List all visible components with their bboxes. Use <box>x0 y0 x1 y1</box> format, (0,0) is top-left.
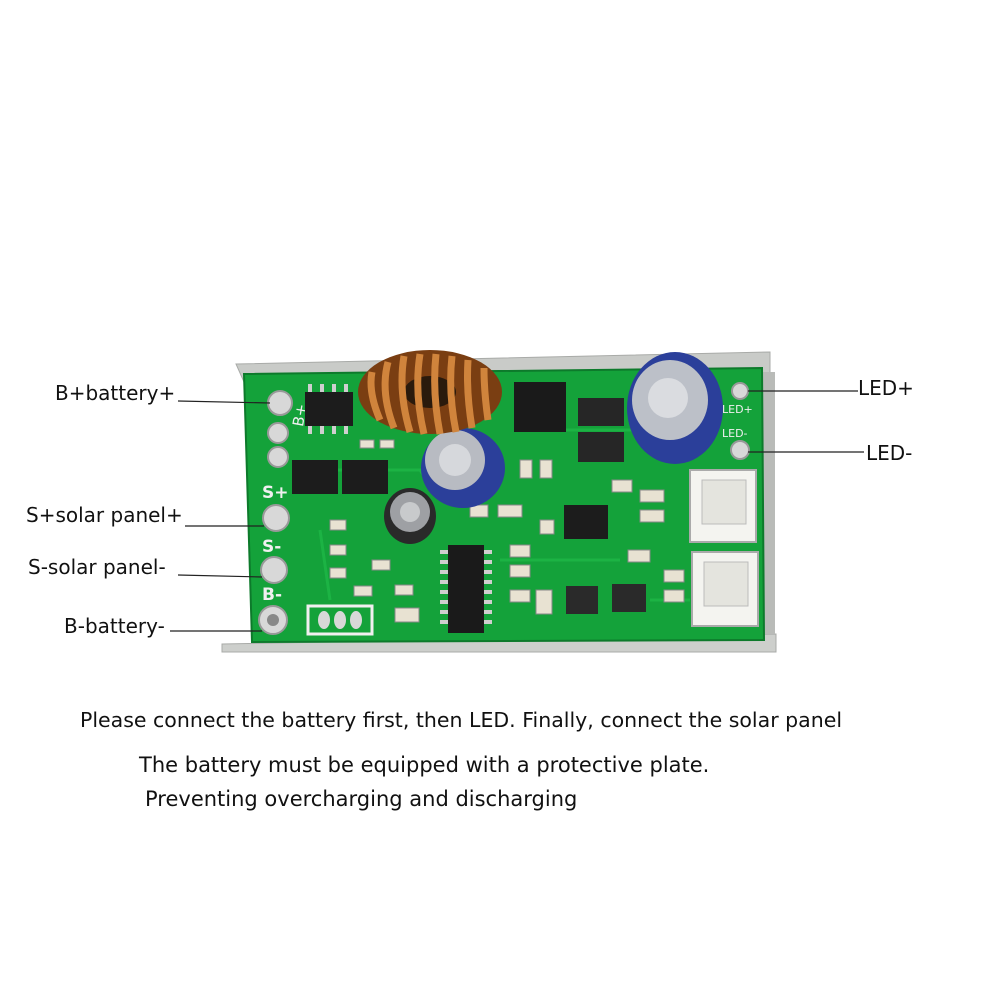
instruction-protective-plate: The battery must be equipped with a prot… <box>139 753 710 777</box>
silk-s-minus: S- <box>262 537 281 557</box>
label-b-minus-battery-minus: B-battery- <box>64 614 165 638</box>
small-capacitor <box>384 488 436 544</box>
pad-s-plus <box>262 504 290 532</box>
instruction-connection-order: Please connect the battery first, then L… <box>80 708 843 732</box>
leader-lines <box>170 390 864 632</box>
smd-components <box>329 439 685 623</box>
large-capacitor <box>627 352 723 464</box>
pad-s-minus <box>260 556 288 584</box>
ic-chips <box>292 382 646 633</box>
main-ic <box>448 545 484 633</box>
silk-s-plus: S+ <box>262 483 289 503</box>
silk-led-plus: LED+ <box>722 403 753 416</box>
pad-b-plus <box>267 390 293 416</box>
label-led-minus: LED- <box>866 441 913 465</box>
label-b-plus-battery-plus: B+battery+ <box>55 381 176 405</box>
silk-b-minus: B- <box>262 585 282 605</box>
toroid-inductor <box>358 350 502 435</box>
pad-led-minus <box>730 440 750 460</box>
terminal-pads-left <box>258 390 293 635</box>
silk-led-minus: LED- <box>722 427 748 440</box>
medium-capacitor <box>421 428 505 508</box>
label-s-plus-solar-panel-plus: S+solar panel+ <box>26 503 183 527</box>
label-led-plus: LED+ <box>858 376 914 400</box>
instruction-overcharge: Preventing overcharging and discharging <box>145 787 578 811</box>
jst-connectors <box>689 469 759 627</box>
pin-header <box>306 604 374 636</box>
label-s-minus-solar-panel-minus: S-solar panel- <box>28 555 166 579</box>
pad-led-plus <box>731 382 749 400</box>
